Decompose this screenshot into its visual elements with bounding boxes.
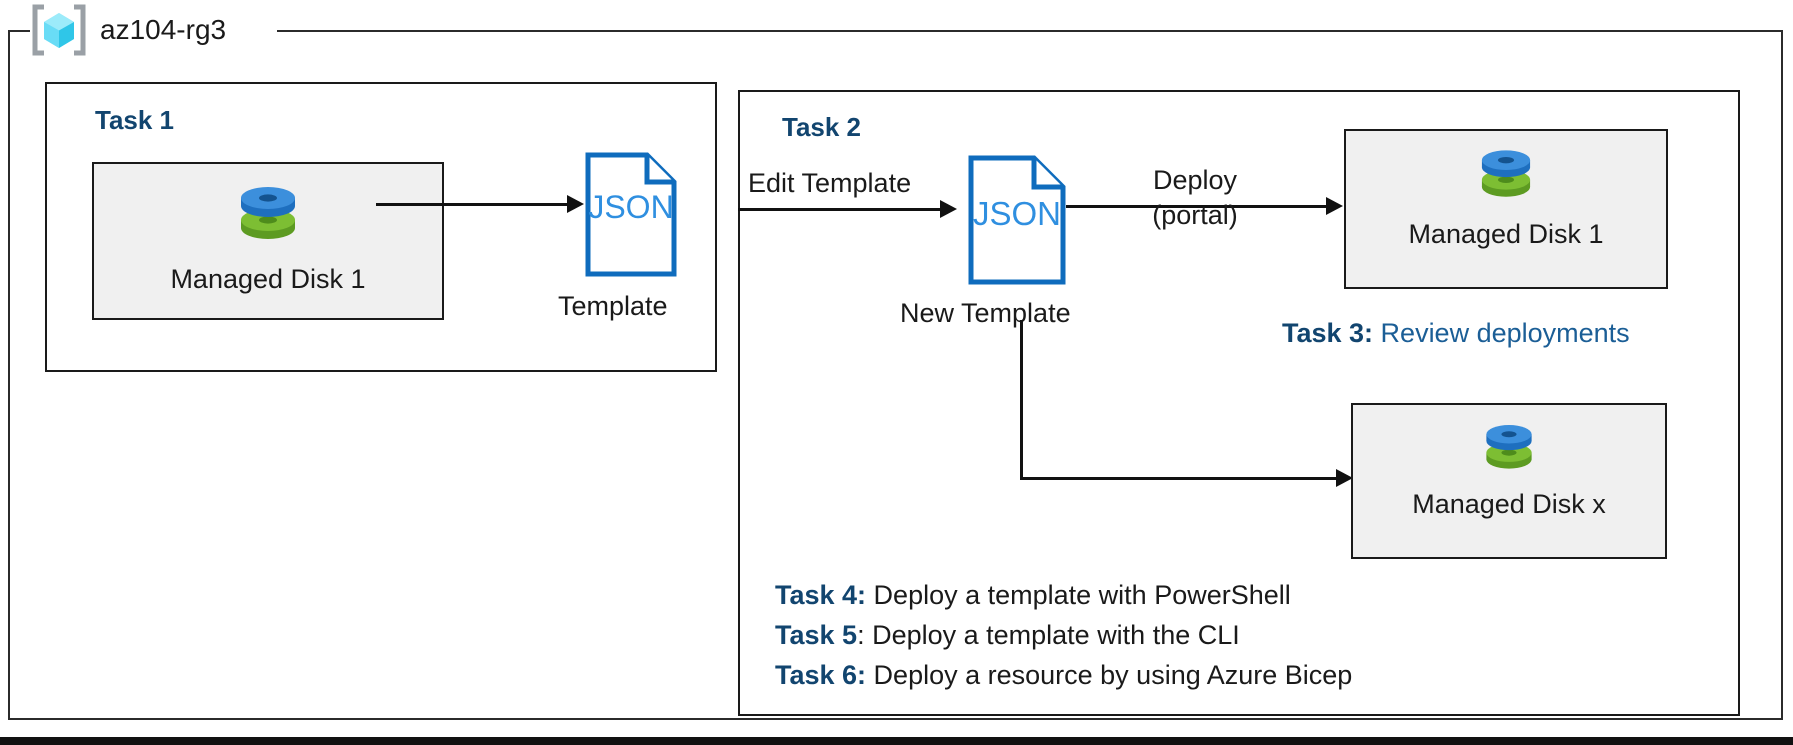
task3-prefix: Task 3:	[1282, 318, 1374, 348]
deploy-diskx-arrow-horizontal	[1020, 477, 1345, 480]
deploy-arrow-sublabel: (portal)	[1152, 200, 1238, 230]
task3-body: Review deployments	[1373, 318, 1630, 348]
managed-disk-icon	[241, 187, 295, 239]
task6-prefix: Task 6:	[775, 660, 867, 690]
task2-heading: Task 2	[782, 112, 862, 142]
bottom-edge-bar	[0, 737, 1793, 745]
deploy-arrow-label: Deploy	[1152, 165, 1238, 195]
json-document-icon: JSON	[585, 152, 677, 277]
task3-note: Task 3: Review deployments	[1282, 320, 1630, 347]
resource-group-name: az104-rg3	[100, 14, 227, 45]
task5-prefix: Task 5	[775, 620, 858, 650]
task4-body: Deploy a template with PowerShell	[866, 580, 1291, 610]
managed-disk-x-label: Managed Disk x	[1412, 489, 1606, 519]
managed-disk-x-box: Managed Disk x	[1351, 403, 1667, 559]
json-document-icon: JSON	[968, 155, 1066, 285]
resource-group-container	[8, 30, 1783, 720]
export-template-arrow-line	[376, 203, 576, 206]
task5-note: Task 5: Deploy a template with the CLI	[775, 622, 1240, 649]
json-doc-label-2: JSON	[973, 195, 1061, 232]
deploy-diskx-arrow-vertical	[1020, 320, 1023, 480]
task4-prefix: Task 4:	[775, 580, 867, 610]
export-template-arrow-head	[567, 195, 584, 213]
task4-note: Task 4: Deploy a template with PowerShel…	[775, 582, 1291, 609]
new-template-caption: New Template	[900, 298, 1071, 328]
edit-template-label: Edit Template	[748, 168, 912, 198]
azure-resource-group-cube-icon	[32, 4, 86, 56]
deploy-arrow-head	[1326, 197, 1343, 215]
managed-disk-icon	[1481, 150, 1531, 197]
task2-frame	[738, 90, 1740, 716]
task5-body: : Deploy a template with the CLI	[857, 620, 1240, 650]
resource-group-border-top-right	[277, 30, 1783, 32]
managed-disk-1-label-task2: Managed Disk 1	[1408, 219, 1604, 249]
task1-frame	[45, 82, 717, 372]
edit-template-arrow-head	[940, 200, 957, 218]
resource-group-border-top-left	[8, 30, 30, 32]
edit-template-arrow-line	[738, 208, 948, 211]
managed-disk-icon	[1486, 425, 1532, 469]
managed-disk-1-label-task1: Managed Disk 1	[170, 264, 366, 294]
task6-body: Deploy a resource by using Azure Bicep	[866, 660, 1353, 690]
json-doc-label-1: JSON	[588, 189, 673, 225]
deploy-arrow-line	[1066, 205, 1334, 208]
task6-note: Task 6: Deploy a resource by using Azure…	[775, 662, 1352, 689]
managed-disk-1-box-task2: Managed Disk 1	[1344, 129, 1668, 289]
managed-disk-1-box-task1: Managed Disk 1	[92, 162, 444, 320]
task1-heading: Task 1	[95, 105, 175, 135]
resource-group-header: az104-rg3	[30, 2, 226, 58]
deploy-diskx-arrow-head	[1336, 469, 1353, 487]
template-caption: Template	[558, 291, 668, 321]
